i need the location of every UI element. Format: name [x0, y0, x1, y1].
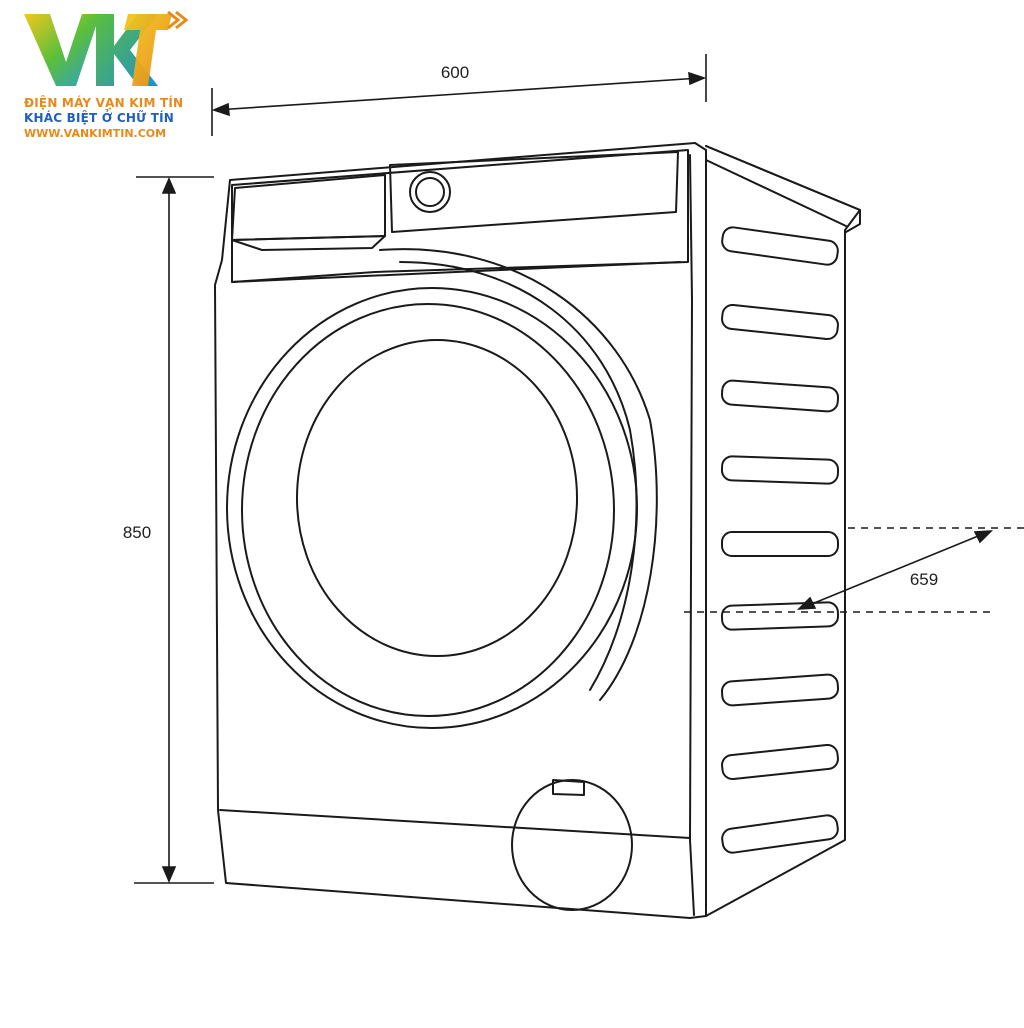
logo-letter-t [124, 14, 172, 86]
side-vent [720, 673, 840, 707]
door-outer-ring[interactable] [226, 287, 638, 729]
program-knob-icon[interactable] [409, 171, 451, 213]
side-vent [721, 743, 839, 781]
height-arrow-bottom-icon [161, 866, 177, 884]
depth-arrow-upper-icon [973, 530, 994, 544]
drawer-lip [231, 235, 386, 251]
width-arrow-left-icon [211, 102, 230, 117]
top-edge [705, 145, 861, 233]
front-panel-outline [214, 142, 707, 919]
brand-website-link[interactable]: WWW.VANKIMTIN.COM [24, 127, 167, 140]
door-glass [296, 339, 578, 657]
width-arrow-right-icon [688, 71, 707, 86]
logo-arrow-icon [167, 10, 189, 30]
side-vent [721, 226, 839, 266]
display-area [389, 151, 679, 233]
side-vent [721, 814, 839, 854]
brand-text: ĐIỆN MÁY VẠN KIM TÍN KHÁC BIỆT Ở CHỮ TÍN… [24, 96, 183, 141]
front-right-edge [689, 154, 695, 916]
plinth-line [219, 809, 691, 839]
filter-cover[interactable] [511, 779, 633, 911]
panel-lower-line [231, 261, 681, 283]
side-vent [720, 455, 840, 485]
side-vent [720, 601, 840, 631]
width-dimension-line [215, 77, 701, 111]
brand-logo [24, 10, 189, 86]
depth-label: 659 [910, 570, 938, 589]
side-vents [720, 226, 840, 854]
side-top-inner [705, 159, 847, 227]
side-vent [721, 531, 839, 557]
height-label: 850 [123, 523, 151, 542]
brand-name: ĐIỆN MÁY VẠN KIM TÍN [24, 96, 184, 110]
side-vent [720, 379, 840, 413]
depth-dimension-line [801, 531, 989, 609]
detergent-drawer [231, 174, 386, 241]
program-knob-inner [415, 177, 445, 207]
door-hinge-curve-inner [399, 261, 638, 691]
door-hinge-curve [379, 248, 658, 701]
width-label: 600 [441, 63, 469, 82]
side-vent [721, 303, 839, 341]
height-arrow-top-icon [161, 176, 177, 194]
filter-cover-tab [552, 779, 585, 796]
brand-slogan: KHÁC BIỆT Ở CHỮ TÍN [24, 111, 174, 125]
depth-arrow-lower-icon [796, 596, 817, 610]
door-middle-ring [241, 303, 615, 717]
logo-letter-v [24, 14, 100, 86]
